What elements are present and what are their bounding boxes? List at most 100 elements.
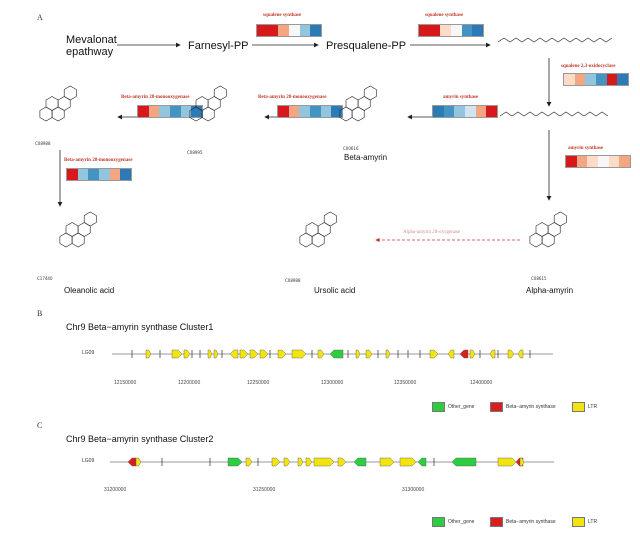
ltr-element	[507, 349, 515, 359]
oleanolic-skeleton	[59, 211, 97, 248]
ltr-element	[239, 349, 249, 359]
cluster1-legend-ltr: LTR	[572, 402, 597, 412]
ltr-element	[271, 457, 281, 467]
ltr-element	[317, 349, 325, 359]
ltr-element	[497, 457, 517, 467]
compound-id-beta: C00616	[343, 146, 359, 151]
ltr-element	[171, 349, 183, 359]
ltr-element	[229, 349, 239, 359]
cluster2-tick-2: 31300000	[402, 487, 425, 493]
ltr-element	[517, 349, 524, 359]
cluster1-chrom-label: LG09	[82, 350, 95, 356]
other-gene	[329, 349, 344, 359]
presqualene-label: Presqualene-PP	[326, 40, 407, 52]
enzyme-monooxygenase-3: Beta-amyrin 28-monooxygenase	[64, 158, 133, 163]
ltr-element	[305, 457, 313, 467]
enzyme-squalene-2: squalene synthase	[425, 13, 464, 18]
beta-amyrin-label: Beta-amyrin	[344, 153, 388, 162]
enzyme-monooxygenase-2: Beta-amyrin 28-monooxygenase	[121, 95, 190, 100]
cluster1-legend-other: Other_gene	[432, 402, 474, 412]
ltr-element	[277, 349, 287, 359]
cluster1-tick-1: 12200000	[178, 380, 201, 386]
cluster2-title: Chr9 Beta−amyrin synthase Cluster2	[66, 434, 214, 444]
compound-id-c5: C08988	[285, 278, 301, 283]
cluster1-tick-3: 12300000	[321, 380, 344, 386]
other-gene	[417, 457, 427, 467]
ursolic-skeleton	[299, 211, 337, 248]
oleanolic-acid-label: Oleanolic acid	[64, 286, 115, 295]
ltr-element	[447, 349, 455, 359]
heatmap-monooxygenase-2	[137, 105, 203, 118]
enzyme-alpha-amyrin-synthase: amyrin synthase	[568, 146, 604, 151]
heatmap-alpha-amyrin-synthase	[565, 155, 631, 168]
ltr-element	[355, 349, 361, 359]
farnesyl-label: Farnesyl-PP	[188, 40, 249, 52]
cluster1-tick-2: 12250000	[247, 380, 270, 386]
other-gene	[227, 457, 243, 467]
enzyme-monooxygenase-1: Beta-amyrin 28-monooxygenase	[258, 95, 327, 100]
heatmap-squalene-1	[256, 24, 322, 37]
ltr-element	[291, 349, 307, 359]
beta-amyrin-skeleton	[339, 85, 377, 122]
ltr-element	[385, 349, 391, 359]
molecule-structures	[39, 37, 613, 248]
heatmap-monooxygenase-1	[277, 105, 343, 118]
enzyme-alpha-oxygenase: Alpha-amyrin 28-oxygenase	[403, 230, 461, 235]
cluster1-track	[112, 349, 553, 359]
cluster2-legend-other: Other_gene	[432, 517, 474, 527]
ltr-element	[297, 457, 304, 467]
compound-id-c3: C08988	[35, 141, 51, 146]
enzyme-squalene-1: squalene synthase	[263, 13, 302, 18]
c08995-skeleton	[189, 85, 227, 122]
ltr-element	[489, 349, 496, 359]
panel-label-b: B	[37, 309, 43, 318]
cluster2-tick-1: 31250000	[253, 487, 276, 493]
panel-label-c: C	[37, 421, 43, 430]
ltr-element	[145, 349, 152, 359]
cluster2-tick-0: 31200000	[104, 487, 127, 493]
cluster1-title: Chr9 Beta−amyrin synthase Cluster1	[66, 322, 214, 332]
c08988-skeleton	[39, 85, 77, 122]
ltr-element	[183, 349, 191, 359]
ursolic-acid-label: Ursolic acid	[314, 286, 356, 295]
ltr-element	[249, 349, 259, 359]
heatmap-monooxygenase-3	[66, 168, 132, 181]
ltr-element	[469, 349, 476, 359]
heatmap-squalene-2	[418, 24, 484, 37]
cluster2-legend-ltr: LTR	[572, 517, 597, 527]
ltr-element	[399, 457, 417, 467]
cluster1-tick-4: 12350000	[394, 380, 417, 386]
ltr-element	[213, 349, 219, 359]
heatmap-oxidocyclase	[563, 73, 629, 86]
alpha-amyrin-skeleton	[529, 211, 567, 248]
compound-id-c6: C08615	[531, 276, 547, 281]
ltr-element	[337, 457, 347, 467]
cluster2-chrom-label: LG09	[82, 458, 95, 464]
enzyme-beta-amyrin-synthase: amyrin synthase	[443, 95, 479, 100]
ltr-element	[379, 457, 395, 467]
ltr-element	[313, 457, 335, 467]
ltr-element	[259, 349, 269, 359]
other-gene	[353, 457, 367, 467]
ltr-element	[365, 349, 373, 359]
compound-id-c4: C17440	[37, 276, 53, 281]
oxidosqualene-molecule	[499, 111, 609, 117]
ltr-element	[429, 349, 439, 359]
ltr-element	[283, 457, 291, 467]
squalene-molecule	[497, 37, 613, 43]
ltr-element	[245, 457, 253, 467]
alpha-amyrin-label: Alpha-amyrin	[526, 286, 574, 295]
other-gene	[451, 457, 477, 467]
heatmap-beta-amyrin-synthase	[432, 105, 498, 118]
synthase-gene	[127, 457, 137, 467]
mevalonate-label: Mevalonat epathway	[66, 34, 117, 58]
cluster2-legend-synthase: Beta−amyrin synthase	[490, 517, 556, 527]
cluster1-tick-0: 12150000	[114, 380, 137, 386]
ltr-element	[519, 457, 525, 467]
synthase-gene	[459, 349, 469, 359]
ltr-element	[135, 457, 142, 467]
ltr-element	[207, 349, 213, 359]
panel-label-a: A	[37, 13, 43, 22]
cluster1-tick-5: 12400000	[470, 380, 493, 386]
cluster2-track	[110, 457, 554, 467]
